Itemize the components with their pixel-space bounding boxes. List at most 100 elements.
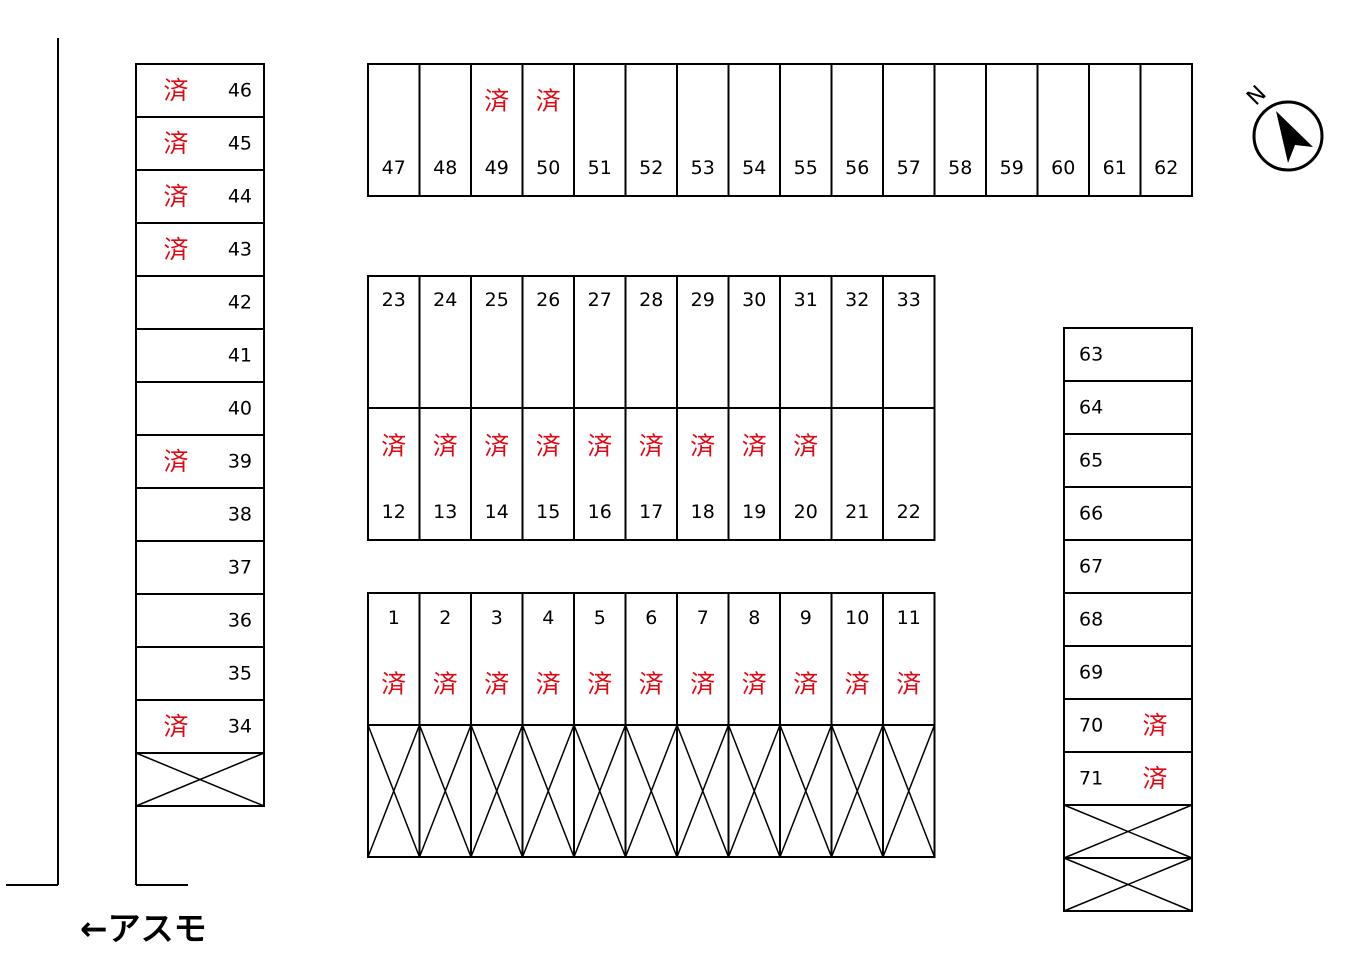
space-number: 17 xyxy=(639,501,663,523)
sold-mark: 済 xyxy=(433,670,458,699)
space-number: 34 xyxy=(228,716,252,738)
parking-space: 33 xyxy=(882,275,936,409)
cross-line xyxy=(779,724,833,858)
sold-mark: 済 xyxy=(381,432,406,461)
space-outline xyxy=(882,724,936,858)
space-number: 7 xyxy=(697,607,709,629)
space-number: 67 xyxy=(1079,556,1103,578)
parking-space: 47 xyxy=(367,63,421,197)
parking-space: 48 xyxy=(418,63,472,197)
parking-space: 46済 xyxy=(135,63,265,118)
space-number: 36 xyxy=(228,610,252,632)
unavailable-space xyxy=(418,724,472,858)
sold-mark: 済 xyxy=(1142,711,1167,740)
sold-mark: 済 xyxy=(587,432,612,461)
parking-space: 42 xyxy=(135,275,265,330)
parking-space: 21 xyxy=(830,407,884,541)
space-number: 14 xyxy=(485,501,509,523)
unavailable-space xyxy=(882,724,936,858)
parking-space: 15済 xyxy=(521,407,575,541)
unavailable-space xyxy=(1063,804,1193,859)
space-number: 47 xyxy=(382,157,406,179)
space-number: 45 xyxy=(228,133,252,155)
space-number: 13 xyxy=(433,501,457,523)
space-number: 18 xyxy=(691,501,715,523)
sold-mark: 済 xyxy=(639,432,664,461)
compass-north-label: N xyxy=(1242,81,1271,110)
parking-space: 49 済 xyxy=(470,63,524,197)
sold-mark: 済 xyxy=(484,87,509,116)
parking-space: 39済 xyxy=(135,434,265,489)
unavailable-space xyxy=(830,724,884,858)
parking-space: 64 xyxy=(1063,380,1193,435)
space-number: 49 xyxy=(485,157,509,179)
space-number: 50 xyxy=(536,157,560,179)
parking-space: 4済 xyxy=(521,592,575,726)
space-number: 53 xyxy=(691,157,715,179)
parking-space: 8済 xyxy=(727,592,781,726)
parking-space: 20済 xyxy=(779,407,833,541)
space-number: 10 xyxy=(845,607,869,629)
space-number: 24 xyxy=(433,289,457,311)
parking-space: 14済 xyxy=(470,407,524,541)
parking-space: 27 xyxy=(573,275,627,409)
cross-line xyxy=(676,724,730,858)
parking-space: 28 xyxy=(624,275,678,409)
cross-line xyxy=(1063,804,1193,859)
sold-mark: 済 xyxy=(163,447,188,476)
parking-space: 67 xyxy=(1063,539,1193,594)
space-number: 38 xyxy=(228,504,252,526)
parking-space: 13済 xyxy=(418,407,472,541)
space-number: 63 xyxy=(1079,344,1103,366)
sold-mark: 済 xyxy=(536,87,561,116)
parking-space: 11済 xyxy=(882,592,936,726)
sold-mark: 済 xyxy=(536,670,561,699)
sold-mark: 済 xyxy=(536,432,561,461)
unavailable-space xyxy=(727,724,781,858)
unavailable-space xyxy=(573,724,627,858)
space-number: 37 xyxy=(228,557,252,579)
parking-space: 45済 xyxy=(135,116,265,171)
parking-space: 40 xyxy=(135,381,265,436)
space-number: 52 xyxy=(639,157,663,179)
space-number: 21 xyxy=(845,501,869,523)
space-number: 54 xyxy=(742,157,766,179)
parking-space: 54 xyxy=(727,63,781,197)
sold-mark: 済 xyxy=(793,432,818,461)
parking-space: 7済 xyxy=(676,592,730,726)
parking-space: 56 xyxy=(830,63,884,197)
space-number: 43 xyxy=(228,239,252,261)
sold-mark: 済 xyxy=(163,76,188,105)
space-number: 40 xyxy=(228,398,252,420)
direction-label: ←アスモ xyxy=(80,909,207,948)
parking-space: 59 xyxy=(985,63,1039,197)
unavailable-space xyxy=(521,724,575,858)
parking-space: 62 xyxy=(1139,63,1193,197)
space-number: 59 xyxy=(1000,157,1024,179)
space-number: 70 xyxy=(1079,715,1103,737)
space-number: 9 xyxy=(800,607,812,629)
parking-space: 44済 xyxy=(135,169,265,224)
space-number: 64 xyxy=(1079,397,1103,419)
space-number: 57 xyxy=(897,157,921,179)
parking-space: 36 xyxy=(135,593,265,648)
space-number: 16 xyxy=(588,501,612,523)
parking-space: 2済 xyxy=(418,592,472,726)
space-number: 2 xyxy=(439,607,451,629)
cross-line xyxy=(830,724,884,858)
parking-space: 63 xyxy=(1063,327,1193,382)
space-number: 65 xyxy=(1079,450,1103,472)
parking-space: 19済 xyxy=(727,407,781,541)
space-number: 51 xyxy=(588,157,612,179)
space-number: 68 xyxy=(1079,609,1103,631)
space-number: 29 xyxy=(691,289,715,311)
sold-mark: 済 xyxy=(639,670,664,699)
space-outline xyxy=(1063,857,1193,912)
parking-space: 50 済 xyxy=(521,63,575,197)
unavailable-space xyxy=(676,724,730,858)
